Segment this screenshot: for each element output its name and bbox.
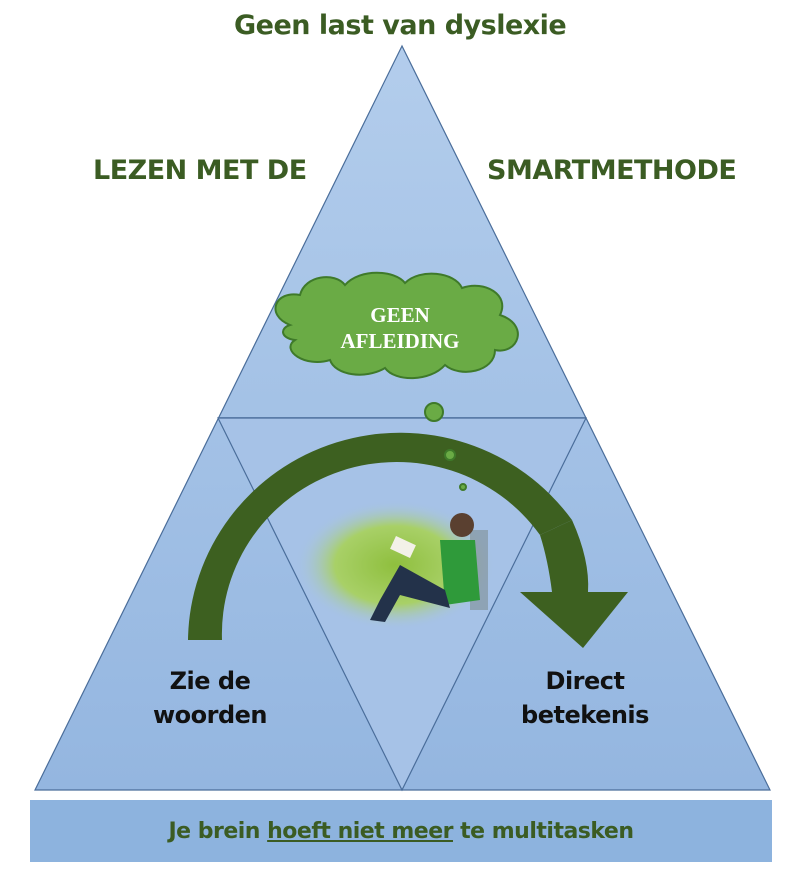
banner-text-underlined: hoeft niet meer [267,818,453,844]
banner-text: Je brein hoeft niet meer te multitasken [168,818,634,844]
reading-person-photo [295,500,495,630]
left-label: Zie de woorden [130,664,290,732]
right-label-line-1: Direct [545,667,625,695]
left-label-line-2: woorden [152,701,268,729]
cloud-text: GEEN AFLEIDING [300,302,500,354]
arrowhead-icon [520,592,628,648]
curved-arrow-icon [188,432,572,640]
diagram-title: Geen last van dyslexie [234,10,567,41]
cloud-line-1: GEEN [370,303,430,327]
right-label: Direct betekenis [500,664,670,732]
right-label-line-2: betekenis [521,701,649,729]
bottom-banner: Je brein hoeft niet meer te multitasken [30,800,772,862]
arrow-shaft [540,520,589,592]
cloud-line-2: AFLEIDING [340,329,460,353]
left-heading: LEZEN MET DE [93,155,307,186]
right-heading: SMARTMETHODE [487,155,737,186]
left-label-line-1: Zie de [169,667,251,695]
thought-cloud [274,271,519,491]
banner-text-before: Je brein [168,818,260,844]
banner-text-after: te multitasken [460,818,634,844]
